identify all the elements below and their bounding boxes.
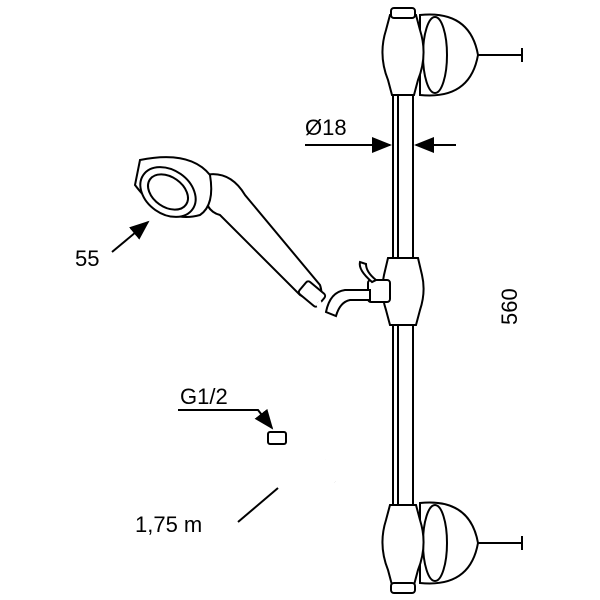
rail-length-label: 560 (497, 288, 522, 325)
head-diameter-label: 55 (75, 246, 99, 271)
bottom-wall-bracket (381, 501, 523, 594)
thread-callout: G1/2 (178, 384, 274, 430)
diameter-dimension: Ø18 (305, 115, 456, 153)
thread-label: G1/2 (180, 384, 228, 409)
diameter-label: Ø18 (305, 115, 347, 140)
slider-holder (324, 257, 425, 326)
hose-length-callout: 1,75 m (135, 487, 279, 537)
head-diameter-callout: 55 (75, 220, 150, 271)
hand-shower (133, 156, 327, 308)
shower-hose (267, 300, 339, 526)
hose-length-label: 1,75 m (135, 512, 202, 537)
top-wall-bracket (381, 7, 523, 97)
